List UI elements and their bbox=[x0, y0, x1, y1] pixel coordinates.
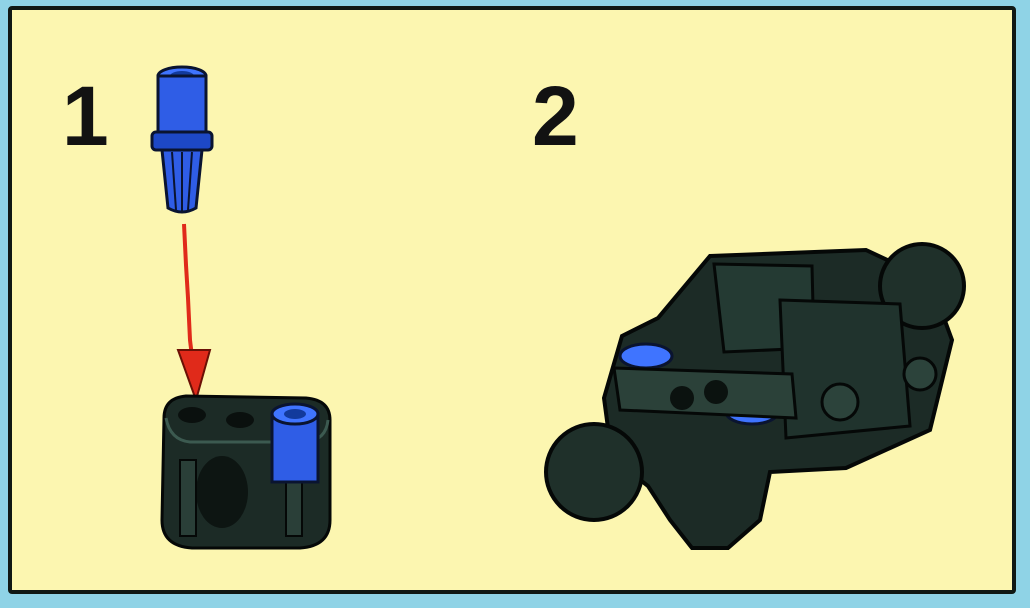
black-liftarm-icon bbox=[162, 396, 330, 548]
red-arrow-icon bbox=[178, 224, 210, 400]
black-assembly-icon bbox=[546, 244, 964, 548]
blue-pin-icon bbox=[152, 67, 212, 212]
